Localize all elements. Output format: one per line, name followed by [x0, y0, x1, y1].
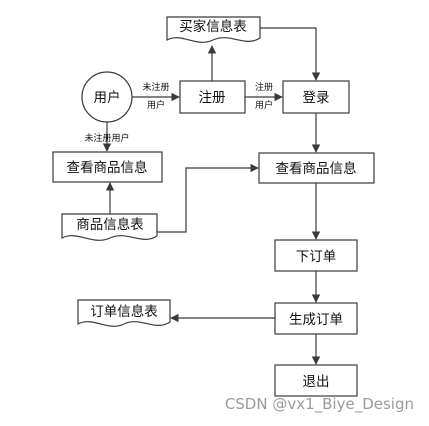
edge-goods-table-to-view-goods-main — [157, 163, 259, 233]
generate-order-node: 生成订单 — [274, 302, 358, 335]
edge-user-to-register-label-2: 用户 — [147, 99, 165, 111]
edge-user-to-register-label-1: 未注册 — [142, 81, 169, 93]
exit-label: 退出 — [303, 374, 330, 390]
view-goods-main-node: 查看商品信息 — [258, 152, 375, 184]
buyer-info-table-label: 买家信息表 — [179, 18, 247, 35]
login-label: 登录 — [303, 90, 330, 106]
watermark-text: CSDN @vx1_Biye_Design — [225, 395, 414, 414]
edge-register-to-login-label-2: 用户 — [255, 99, 273, 111]
user-node: 用户 — [81, 71, 133, 123]
order-info-table-node: 订单信息表 — [77, 299, 171, 327]
view-goods-left-node: 查看商品信息 — [52, 151, 163, 183]
register-label: 注册 — [199, 90, 226, 106]
edge-register-to-login-label-1: 注册 — [255, 81, 273, 93]
view-goods-main-label: 查看商品信息 — [276, 160, 357, 177]
goods-info-table-node: 商品信息表 — [61, 213, 158, 241]
login-node: 登录 — [282, 80, 350, 114]
edge-user-to-view-goods-left-label: 未注册用户 — [84, 132, 129, 144]
goods-info-table-label: 商品信息表 — [76, 216, 144, 233]
register-node: 注册 — [179, 80, 246, 114]
place-order-node: 下订单 — [274, 239, 358, 272]
buyer-info-table-node: 买家信息表 — [166, 16, 261, 43]
view-goods-left-label: 查看商品信息 — [67, 159, 148, 176]
edge-buyer-table-to-login — [260, 27, 321, 81]
generate-order-label: 生成订单 — [289, 312, 343, 328]
order-info-table-label: 订单信息表 — [90, 303, 158, 320]
exit-node: 退出 — [274, 364, 358, 397]
user-label: 用户 — [94, 89, 121, 106]
place-order-label: 下订单 — [296, 249, 337, 265]
